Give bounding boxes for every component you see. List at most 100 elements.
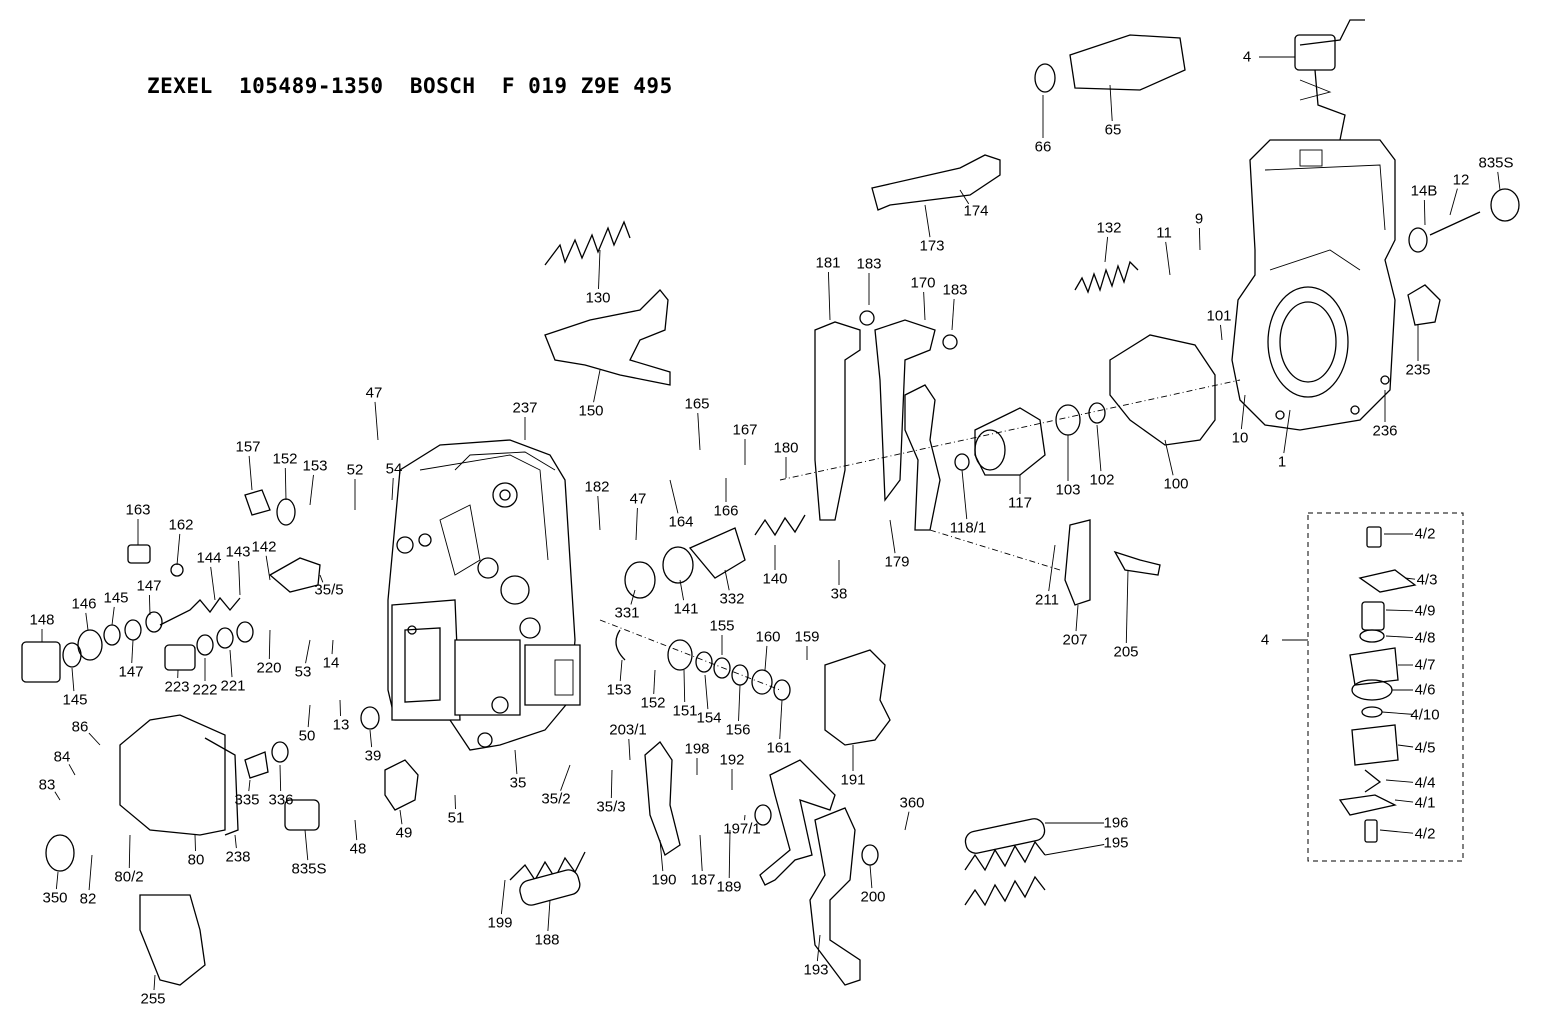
part-label: 147: [118, 663, 144, 681]
leader-line: [951, 298, 955, 331]
leader-line: [889, 519, 896, 554]
leader-line: [131, 639, 134, 664]
leader-line: [1497, 171, 1501, 191]
leader-line: [514, 749, 518, 775]
pump-body: [387, 439, 581, 751]
leader-line: [1165, 241, 1171, 276]
part-label: 54: [385, 460, 403, 478]
leader-line: [1048, 544, 1056, 592]
leader-line: [279, 764, 282, 792]
leader-line: [724, 569, 730, 591]
leader-line: [305, 639, 311, 664]
part-label: 182: [584, 478, 610, 496]
part-label: 102: [1089, 471, 1115, 489]
part-label: 144: [196, 549, 222, 567]
leader-line: [1109, 84, 1113, 122]
part-label: 153: [606, 681, 632, 699]
leader-line: [699, 834, 703, 872]
part-label: 191: [840, 771, 866, 789]
lever-150: [544, 289, 671, 386]
part-label: 101: [1206, 307, 1232, 325]
leader-line: [1397, 744, 1414, 748]
part-label: 183: [942, 281, 968, 299]
part-label: 86: [71, 718, 89, 736]
part-label: 179: [884, 553, 910, 571]
leader-line: [339, 699, 341, 717]
leader-line: [560, 764, 571, 791]
leader-line: [816, 934, 821, 962]
leader-line: [248, 779, 251, 792]
part-label: 835S: [1478, 154, 1514, 172]
leader-line: [88, 854, 93, 891]
part-label: 117: [1008, 494, 1032, 512]
leader-line: [1220, 324, 1223, 341]
centerline: [779, 379, 1241, 481]
part-label: 147: [136, 577, 162, 595]
leader-line: [88, 732, 101, 746]
leader-line: [669, 479, 679, 514]
leader-line: [304, 829, 309, 861]
part-label: 221: [220, 677, 246, 695]
part-4-assembly: [1294, 19, 1365, 141]
leader-line: [500, 879, 506, 915]
part-label: 235: [1405, 361, 1431, 379]
leader-line: [1096, 424, 1102, 472]
part-label: 153: [302, 457, 328, 475]
part-label: 4/6: [1414, 681, 1436, 699]
part-label: 4: [1242, 48, 1252, 66]
leader-line: [111, 606, 115, 626]
leader-line: [307, 704, 311, 728]
lower-left-covers: [45, 706, 419, 986]
leader-line: [194, 834, 196, 852]
part-label: 157: [235, 438, 261, 456]
leader-line: [1044, 844, 1105, 856]
part-label: 196: [1103, 814, 1129, 832]
leader-line: [319, 574, 324, 583]
part-label: 47: [365, 384, 383, 402]
part-label: 140: [762, 570, 788, 588]
part-label: 336: [268, 791, 294, 809]
part-label: 350: [42, 889, 68, 907]
leader-line: [153, 974, 156, 991]
part-label: 39: [364, 747, 382, 765]
part-label: 151: [672, 702, 698, 720]
part-label: 84: [53, 748, 71, 766]
leader-line: [728, 829, 731, 879]
part-label: 4: [1260, 631, 1270, 649]
part-label: 335: [234, 791, 260, 809]
leader-line: [1075, 604, 1079, 632]
governor-housing: [1231, 139, 1396, 431]
part-label: 211: [1035, 591, 1059, 609]
leader-line: [268, 629, 271, 660]
leader-line: [630, 589, 636, 605]
part-label: 190: [651, 871, 677, 889]
part-label: 183: [856, 255, 882, 273]
lower-middle-parts: [509, 649, 1046, 986]
part-label: 4/7: [1414, 656, 1436, 674]
part-label: 66: [1034, 138, 1052, 156]
leader-line: [659, 839, 664, 872]
part-label: 165: [684, 395, 710, 413]
part-label: 166: [713, 502, 739, 520]
part-label: 142: [251, 538, 277, 556]
part-label: 4/2: [1414, 525, 1436, 543]
part-label: 130: [585, 289, 611, 307]
part-label: 192: [719, 751, 745, 769]
leader-line: [961, 469, 968, 520]
part-label: 163: [125, 501, 151, 519]
part-100: [1109, 334, 1216, 446]
part-label: 255: [140, 990, 166, 1008]
leader-line: [1379, 829, 1414, 834]
part-label: 13: [332, 716, 350, 734]
part-label: 4/1: [1414, 794, 1436, 812]
leader-line: [738, 684, 741, 722]
leader-line: [55, 871, 59, 890]
part-label: 4/4: [1414, 774, 1436, 792]
part-label: 35/3: [596, 798, 626, 816]
leader-line: [1104, 236, 1109, 263]
part-label: 53: [294, 663, 312, 681]
part-label: 146: [71, 595, 97, 613]
spring-130: [544, 220, 631, 266]
leader-line: [210, 566, 216, 601]
leader-line: [904, 811, 910, 831]
